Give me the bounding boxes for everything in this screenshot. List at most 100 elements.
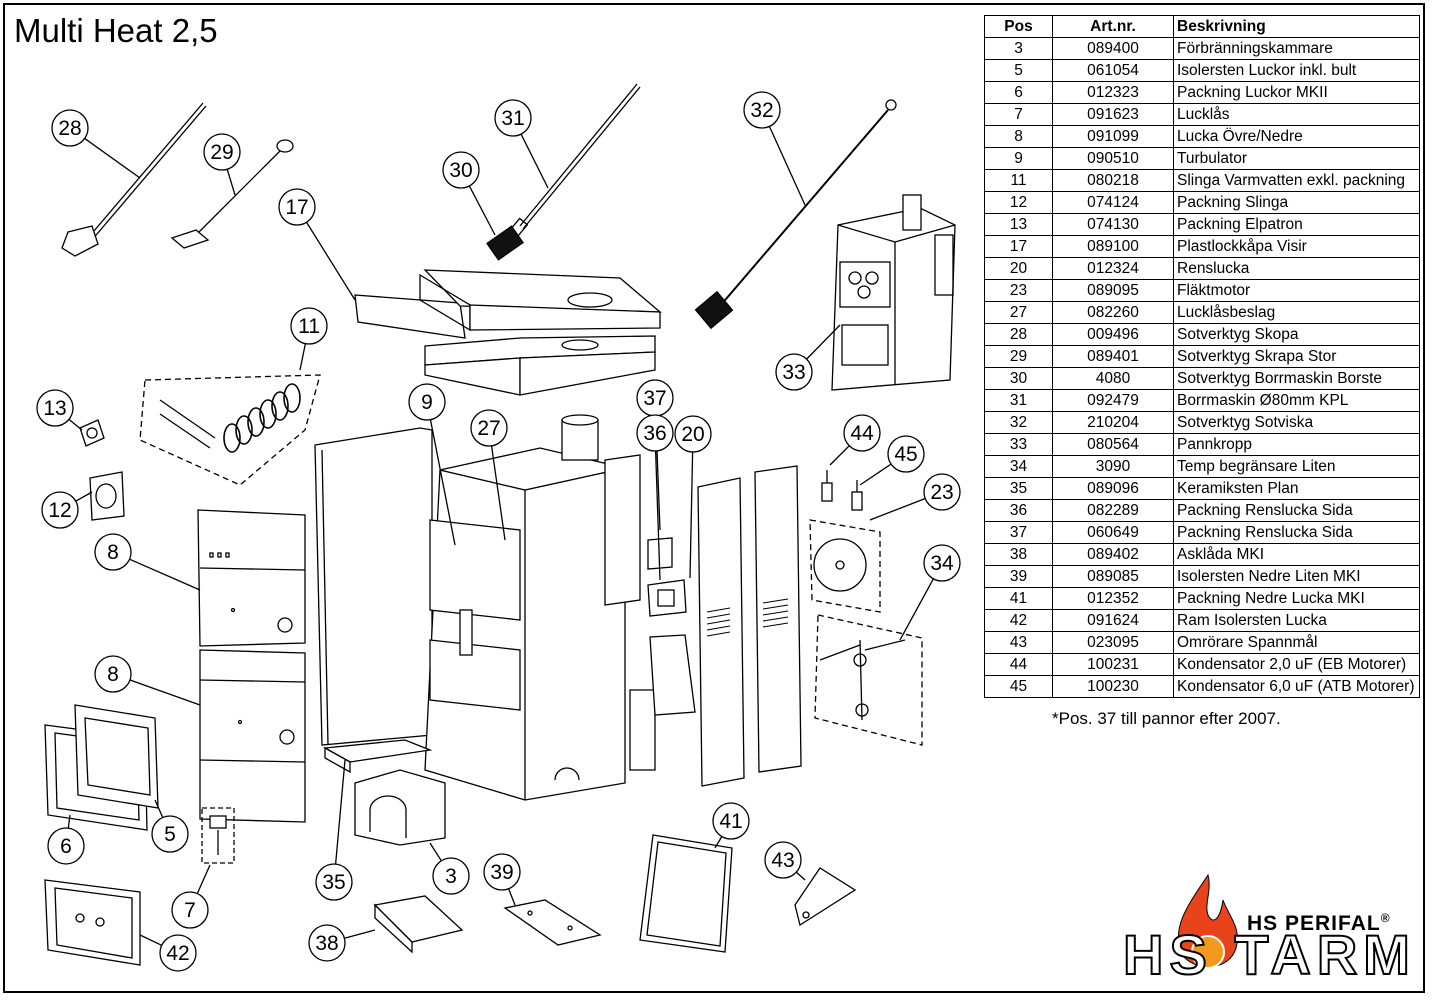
callout-leader — [869, 497, 926, 521]
cell-desc: Borrmaskin Ø80mm KPL — [1173, 389, 1420, 412]
cell-pos: 37 — [984, 521, 1053, 544]
callout-leader — [689, 451, 694, 579]
callout-label: 6 — [60, 835, 72, 858]
callout-leader — [344, 929, 376, 939]
cell-pos: 36 — [984, 499, 1053, 522]
part-17-top-cover — [354, 269, 662, 396]
cell-desc: Packning Elpatron — [1173, 213, 1420, 236]
callout-leader — [139, 934, 163, 946]
cell-desc: Sotverktyg Skopa — [1173, 323, 1420, 346]
callout-leader — [299, 343, 307, 371]
callout-leader — [507, 888, 516, 906]
part-39-insulation-brick — [503, 899, 602, 946]
parts-table-header: Pos Art.nr. Beskrivning — [984, 15, 1420, 38]
cell-art: 100231 — [1052, 653, 1174, 676]
part-34-thermostat — [814, 614, 923, 746]
cell-pos: 39 — [984, 565, 1053, 588]
callout-circle — [636, 414, 674, 452]
cell-art: 023095 — [1052, 631, 1174, 654]
callout-label: 30 — [449, 159, 472, 182]
cell-desc: Packning Luckor MKII — [1173, 81, 1420, 104]
cell-pos: 29 — [984, 345, 1053, 368]
cell-desc: Temp begränsare Liten — [1173, 455, 1420, 478]
callout-circle — [278, 188, 316, 226]
callout-label: 42 — [166, 942, 189, 965]
part-42-frame — [44, 879, 141, 966]
cell-desc: Förbränningskammare — [1173, 37, 1420, 60]
callout-label: 33 — [782, 361, 805, 384]
cell-desc: Isolersten Luckor inkl. bult — [1173, 59, 1420, 82]
callout-label: 34 — [930, 552, 954, 575]
part-3-combustion-chamber — [354, 769, 446, 846]
callout-circle — [743, 91, 781, 129]
cell-desc: Lucka Övre/Nedre — [1173, 125, 1420, 148]
callout-leader — [154, 799, 164, 818]
cell-pos: 34 — [984, 455, 1053, 478]
cell-desc: Packning Renslucka Sida — [1173, 499, 1420, 522]
cell-pos: 41 — [984, 587, 1053, 610]
part-28-scoop — [61, 102, 207, 257]
callout-circle — [712, 802, 750, 840]
callout-circle — [315, 863, 353, 901]
footnote: *Pos. 37 till pannor efter 2007. — [1052, 709, 1281, 728]
part-6-5-frames — [44, 704, 159, 831]
cell-pos: 28 — [984, 323, 1053, 346]
cell-pos: 43 — [984, 631, 1053, 654]
cell-art: 082289 — [1052, 499, 1174, 522]
logo-hs-tarm: HS TARM — [1122, 922, 1416, 987]
callout-leader — [429, 842, 442, 862]
callout-label: 39 — [490, 861, 513, 884]
cell-pos: 20 — [984, 257, 1053, 280]
cell-art: 091624 — [1052, 609, 1174, 632]
cell-desc: Turbulator — [1173, 147, 1420, 170]
callout-label: 36 — [643, 422, 666, 445]
callout-circle — [159, 934, 197, 972]
cell-desc: Ram Isolersten Lucka — [1173, 609, 1420, 632]
cell-desc: Packning Renslucka Sida — [1173, 521, 1420, 544]
cell-art: 089085 — [1052, 565, 1174, 588]
part-38-ash-box — [373, 895, 464, 954]
callout-label: 7 — [184, 899, 196, 922]
exploded-view-drawing: 2829313032171133131292737362044452388346… — [36, 83, 961, 972]
cell-art: 100230 — [1052, 675, 1174, 698]
callout-leader — [468, 185, 496, 236]
cell-art: 089095 — [1052, 279, 1174, 302]
part-side-panels — [697, 465, 802, 787]
drawing-frame — [3, 3, 1425, 993]
callout-leader — [795, 871, 806, 881]
cell-art: 089401 — [1052, 345, 1174, 368]
callout-leader — [806, 324, 841, 360]
callout-circle — [41, 491, 79, 529]
callout-label: 8 — [107, 541, 119, 564]
header-pos: Pos — [984, 15, 1053, 38]
callout-circle — [308, 924, 346, 962]
callout-label: 45 — [894, 443, 917, 466]
cell-art: 082260 — [1052, 301, 1174, 324]
cell-pos: 6 — [984, 81, 1053, 104]
cell-pos: 31 — [984, 389, 1053, 412]
cell-desc: Kondensator 2,0 uF (EB Motorer) — [1173, 653, 1420, 676]
callout-label: 32 — [750, 99, 773, 122]
part-13-gasket — [79, 419, 105, 447]
callout-leader — [899, 578, 934, 641]
cell-art: 012352 — [1052, 587, 1174, 610]
part-36-37-gaskets — [647, 537, 696, 716]
callout-label: 38 — [315, 932, 338, 955]
callout-label: 29 — [210, 141, 233, 164]
